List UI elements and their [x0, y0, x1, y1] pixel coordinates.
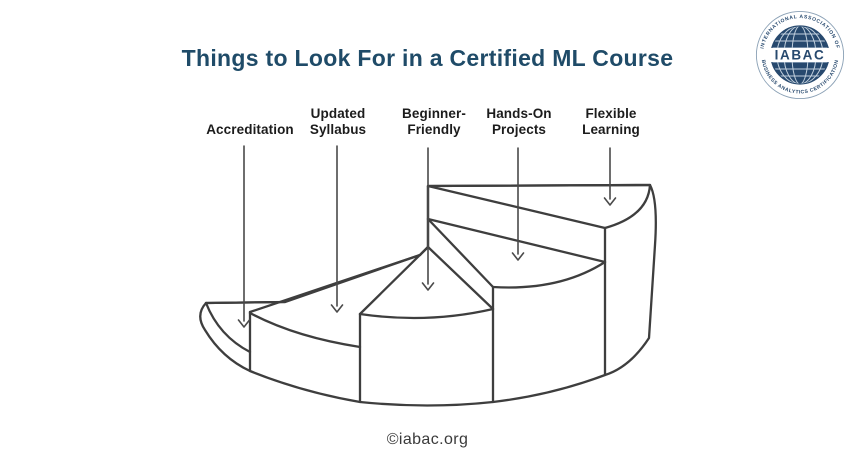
- wedge4-front-edge: [426, 217, 495, 289]
- wedge5-front-edge: [426, 184, 607, 230]
- label-line: Accreditation: [206, 122, 294, 137]
- label-line: Friendly: [407, 122, 461, 137]
- label-flexible-learning: Flexible Learning: [582, 102, 640, 138]
- label-line: Learning: [582, 122, 640, 137]
- wedge2-back-edge: [248, 253, 422, 314]
- diagram-silhouette: [199, 183, 657, 407]
- label-line: Hands-On: [486, 106, 552, 121]
- label-line: Syllabus: [309, 122, 367, 137]
- arrow-updated-syllabus: [330, 145, 344, 313]
- pointer-arrows: [237, 145, 617, 328]
- label-hands-on-projects: Hands-On Projects: [486, 102, 551, 138]
- label-line: Projects: [491, 122, 547, 137]
- label-updated-syllabus: Updated Syllabus: [310, 102, 366, 138]
- page-title: Things to Look For in a Certified ML Cou…: [181, 45, 674, 71]
- arrow-accreditation: [237, 145, 251, 328]
- arrow-flexible-learning: [603, 147, 617, 206]
- footer-credit: ©iabac.org: [386, 431, 469, 448]
- logo-acronym: IABAC: [775, 48, 826, 63]
- wedge2-rim-arc: [248, 311, 362, 349]
- wedge4-back-edge: [426, 217, 607, 264]
- arrow-hands-on-projects: [511, 147, 525, 261]
- label-line: Updated: [310, 106, 366, 121]
- wedge5-rim-arc: [603, 183, 652, 230]
- wedge5-back-edge: [426, 183, 652, 188]
- iabac-logo: IABAC INTERNATIONAL ASSOCIATION OF BUSIN…: [755, 10, 845, 100]
- label-line: Flexible: [585, 106, 637, 121]
- label-beginner-friendly: Beginner- Friendly: [402, 102, 466, 138]
- wedge1-rim-arc: [204, 301, 252, 354]
- cone-left-edge: [358, 245, 430, 316]
- logo-band: [764, 48, 836, 62]
- label-accreditation: Accreditation: [206, 102, 294, 138]
- arrow-beginner-friendly: [421, 147, 435, 291]
- wedge4-rim-arc: [491, 260, 607, 289]
- cone-right-edge: [426, 245, 495, 311]
- wedge1-back-edge: [204, 300, 287, 305]
- label-line: Beginner-: [402, 106, 466, 121]
- cone-rim-arc: [358, 307, 495, 320]
